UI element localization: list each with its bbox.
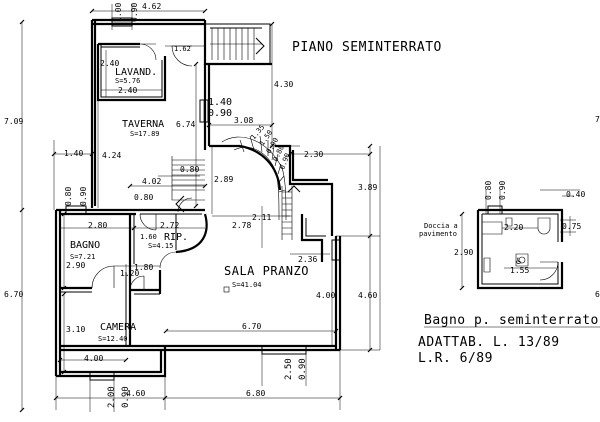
dim-lav-w: 2.40	[118, 86, 137, 95]
room-labels: LAVAND. S=5.76 TAVERNA S=17.89 BAGNO S=7…	[70, 67, 309, 343]
dim-460r: 4.60	[358, 291, 377, 300]
dimension-lines	[19, 4, 381, 413]
plan-title: PIANO SEMINTERRATO	[292, 40, 442, 55]
dim-670: 6.70	[242, 322, 261, 331]
room-rip-area: S=4.15	[148, 242, 173, 250]
dim-289: 2.89	[214, 175, 233, 184]
dim-680: 6.80	[246, 389, 265, 398]
main-stairs	[210, 28, 326, 262]
interior-walls	[60, 42, 208, 346]
detail-075: 0.75	[562, 222, 581, 231]
room-sala-pranzo-area: S=41.04	[232, 281, 262, 289]
dimension-labels: 4.62 1.00 0.90 1.62 4.30 7.09 6.70 1.40 …	[4, 2, 377, 408]
detail-080: 0.80	[484, 181, 493, 200]
dim-090e: 0.90	[121, 386, 131, 408]
detail-pavimento: pavimento	[419, 230, 457, 238]
doors	[91, 43, 193, 291]
dim-460b: 4.60	[126, 389, 145, 398]
wheelchair-icon: ♿	[516, 256, 522, 267]
note-lr: L.R. 6/89	[418, 351, 493, 366]
room-lavanderia-area: S=5.76	[115, 77, 140, 85]
dim-top-w2: 0.90	[130, 3, 139, 22]
dim-200: 2.00	[107, 386, 117, 408]
bathroom-detail: 0.80 0.90 0.40 Doccia a pavimento 2.20 0…	[419, 181, 585, 291]
dim-080c: 0.80	[64, 187, 73, 206]
detail-155: 1.55	[510, 266, 529, 275]
dim-280: 2.80	[88, 221, 107, 230]
dim-080b: 0.80	[134, 193, 153, 202]
dim-top-w1: 1.00	[114, 3, 123, 22]
room-bagno-name: BAGNO	[70, 240, 100, 251]
room-bagno-area: S=7.21	[70, 253, 95, 261]
edge-mark-lower: 6	[595, 290, 600, 299]
dim-090c: 0.90	[79, 187, 88, 206]
dim-win-090: 0.90	[208, 108, 232, 119]
dim-230: 2.30	[304, 150, 323, 159]
room-camera-name: CAMERA	[100, 322, 136, 333]
detail-090: 0.90	[498, 181, 507, 200]
detail-040: 0.40	[566, 190, 585, 199]
dim-400r: 4.00	[316, 291, 335, 300]
level-marker	[223, 286, 230, 293]
room-sala-pranzo-name: SALA PRANZO	[224, 264, 309, 278]
dim-wall-140: 1.40	[64, 149, 83, 158]
dim-lav-h: 2.40	[100, 59, 119, 68]
note-adattab: ADATTAB. L. 13/89	[418, 335, 560, 350]
dim-250: 2.50	[284, 358, 294, 380]
dim-win-140: 1.40	[208, 97, 232, 108]
dim-272: 2.72	[160, 221, 179, 230]
dim-taverna-v: 6.74	[176, 120, 195, 129]
dim-left-lower: 6.70	[4, 290, 23, 299]
note-bagno: Bagno p. seminterrato	[424, 313, 599, 328]
dim-211: 2.11	[252, 213, 271, 222]
dim-308: 3.08	[234, 116, 253, 125]
dim-left-upper: 7.09	[4, 117, 23, 126]
edge-mark-upper: 7	[595, 115, 600, 124]
dim-400b: 4.00	[84, 354, 103, 363]
detail-220: 2.20	[504, 223, 523, 232]
dim-080a: 0.80	[180, 165, 199, 174]
dim-389: 3.89	[358, 183, 377, 192]
dim-090d: 0.90	[298, 358, 308, 380]
room-rip-name: RIP.	[164, 232, 188, 243]
notes: Bagno p. seminterrato ADATTAB. L. 13/89 …	[418, 313, 600, 366]
room-lavanderia-name: LAVAND.	[115, 67, 157, 78]
dim-160: 1.60	[140, 233, 157, 241]
room-taverna-area: S=17.89	[130, 130, 160, 138]
dim-lav-door: 1.62	[174, 45, 191, 53]
dim-120: 1.20	[120, 269, 139, 278]
detail-doccia: Doccia a	[424, 222, 458, 230]
dim-310: 3.10	[66, 325, 85, 334]
dim-top-width: 4.62	[142, 2, 161, 11]
detail-290: 2.90	[454, 248, 473, 257]
dim-278: 2.78	[232, 221, 251, 230]
dim-236: 2.36	[298, 255, 317, 264]
dim-402: 4.02	[142, 177, 161, 186]
dim-290: 2.90	[66, 261, 85, 270]
room-taverna-name: TAVERNA	[122, 119, 164, 130]
room-camera-area: S=12.40	[98, 335, 128, 343]
dim-taverna-h: 4.24	[102, 151, 121, 160]
dim-stair-h: 4.30	[274, 80, 293, 89]
dim-180: 1.80	[134, 263, 153, 272]
